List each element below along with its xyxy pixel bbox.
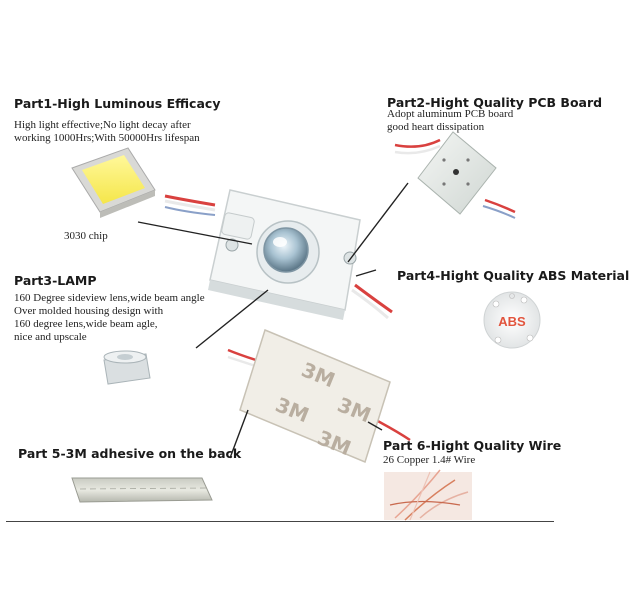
led-module-image: [208, 189, 361, 320]
callout-line: [195, 289, 269, 349]
part3-desc-line: nice and upscale: [14, 331, 87, 343]
module-back-image: 3M 3M 3M 3M: [227, 328, 411, 464]
callout-line: [347, 182, 409, 263]
part3-desc-line: 160 degree lens,wide beam agle,: [14, 318, 158, 330]
callout-line: [355, 269, 377, 277]
part3-desc-line: Over molded housing design with: [14, 305, 164, 317]
chip-image: [71, 147, 156, 218]
part6-description: 26 Copper 1.4# Wire: [383, 454, 475, 467]
part4-title: Part4-Hight Quality ABS Material: [397, 268, 629, 283]
part1-desc-line: working 1000Hrs;With 50000Hrs lifespan: [14, 132, 200, 144]
abs-label: ABS: [498, 314, 526, 329]
part6-desc-line: 26 Copper 1.4# Wire: [383, 454, 476, 466]
part3-description: 160 Degree sideview lens,wide beam angle…: [14, 292, 205, 344]
part2-desc-line: Adopt aluminum PCB board: [387, 108, 514, 120]
part5-title: Part 5-3M adhesive on the back: [18, 446, 242, 461]
part6-title: Part 6-Hight Quality Wire: [383, 438, 562, 453]
callout-line: [137, 221, 253, 245]
callout-lines: [137, 182, 409, 459]
adhesive-tape-image: [71, 477, 213, 503]
part1-desc-line: High light effective;No light decay afte…: [14, 119, 191, 131]
chip-label: 3030 chip: [64, 230, 108, 242]
part2-desc-line: good heart dissipation: [387, 121, 485, 133]
lens-image: [103, 350, 151, 385]
part1-description: High light effective;No light decay afte…: [14, 119, 200, 145]
wire-sample-image: [384, 469, 472, 521]
bottom-divider: [6, 521, 554, 522]
part3-desc-line: 160 Degree sideview lens,wide beam angle: [14, 292, 205, 304]
part1-title: Part1-High Luminous Efficacy: [14, 96, 221, 111]
part3-title: Part3-LAMP: [14, 273, 97, 288]
product-illustration: ABS 3M 3M 3M 3M: [71, 131, 541, 521]
wires-right: [351, 283, 393, 320]
callout-line: [229, 409, 249, 459]
part2-description: Adopt aluminum PCB board good heart diss…: [387, 108, 513, 134]
abs-material-image: ABS: [483, 291, 541, 349]
pcb-board-image: [394, 131, 516, 219]
part2-title: Part2-Hight Quality PCB Board: [387, 95, 603, 110]
callout-line: [367, 421, 383, 431]
wires-left: [164, 194, 216, 216]
